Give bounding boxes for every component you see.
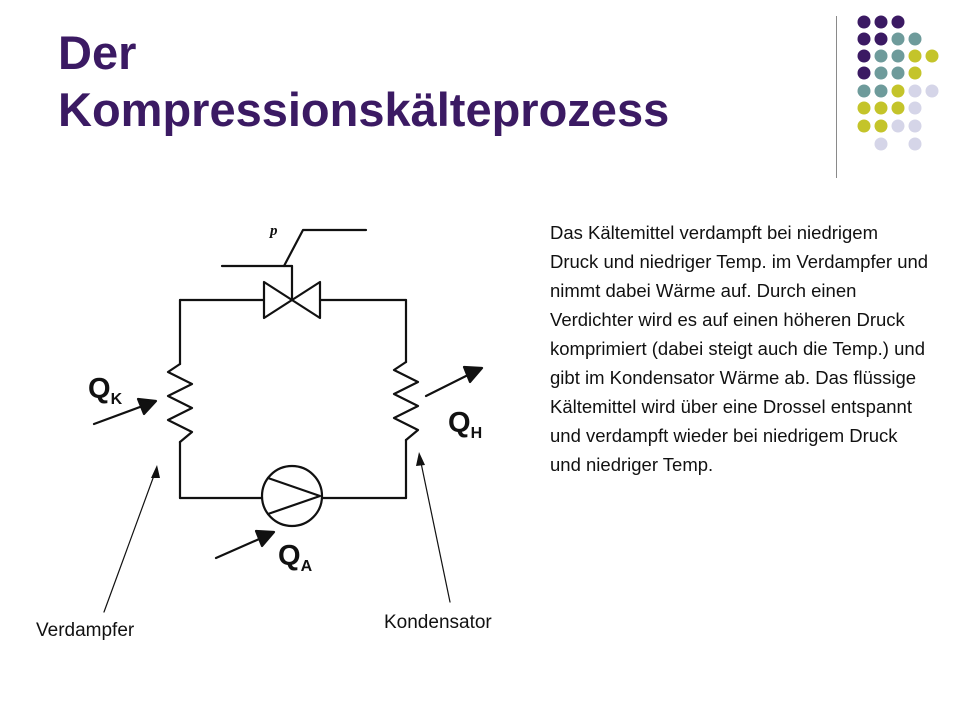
qk-label: QK — [88, 373, 123, 408]
slide-title: Der Kompressionskälteprozess — [58, 24, 818, 138]
qk-main: Q — [88, 373, 111, 405]
dot — [908, 119, 922, 133]
dot — [874, 66, 888, 80]
evaporator-label: Verdampfer — [36, 620, 135, 641]
dot — [891, 119, 905, 133]
evaporator-coil — [166, 362, 194, 444]
dot — [908, 49, 922, 63]
dot — [874, 49, 888, 63]
qh-arrow — [424, 365, 484, 398]
qa-sub: A — [301, 558, 313, 575]
dot — [857, 32, 871, 46]
dot — [891, 49, 905, 63]
condenser-label: Kondensator — [384, 612, 492, 633]
dot — [857, 84, 871, 98]
decorative-dot-grid — [857, 15, 939, 151]
dot — [925, 84, 939, 98]
title-divider — [836, 16, 837, 178]
expansion-valve — [220, 228, 368, 320]
condenser-coil — [392, 360, 420, 442]
qh-label: QH — [448, 407, 482, 442]
circuit-lines — [178, 298, 408, 500]
qk-arrow — [92, 397, 158, 426]
dot — [908, 66, 922, 80]
dot — [857, 119, 871, 133]
dot — [908, 101, 922, 115]
dot — [874, 101, 888, 115]
evaporator-callout — [103, 465, 160, 613]
process-description: Das Kältemittel verdampft bei niedrigem … — [550, 222, 929, 475]
qa-main: Q — [278, 540, 301, 572]
dot — [874, 32, 888, 46]
qh-main: Q — [448, 407, 471, 439]
pressure-label: p — [268, 223, 278, 239]
dot — [857, 15, 871, 29]
condenser-callout — [416, 452, 451, 603]
title-line-1: Der — [58, 26, 137, 79]
dot — [857, 101, 871, 115]
qk-sub: K — [111, 391, 123, 408]
qa-label: QA — [278, 540, 313, 575]
dot — [908, 84, 922, 98]
dot — [857, 49, 871, 63]
qa-arrow — [214, 529, 276, 560]
title-line-2: Kompressionskälteprozess — [58, 83, 670, 136]
dot — [874, 15, 888, 29]
dot — [925, 49, 939, 63]
dot — [874, 137, 888, 151]
dot — [874, 119, 888, 133]
dot — [891, 32, 905, 46]
dot — [891, 84, 905, 98]
dot — [857, 66, 871, 80]
dot — [908, 32, 922, 46]
compressor — [260, 464, 324, 528]
dot — [891, 101, 905, 115]
dot — [874, 84, 888, 98]
dot — [891, 15, 905, 29]
dot — [908, 137, 922, 151]
qh-sub: H — [471, 425, 483, 442]
dot — [891, 66, 905, 80]
